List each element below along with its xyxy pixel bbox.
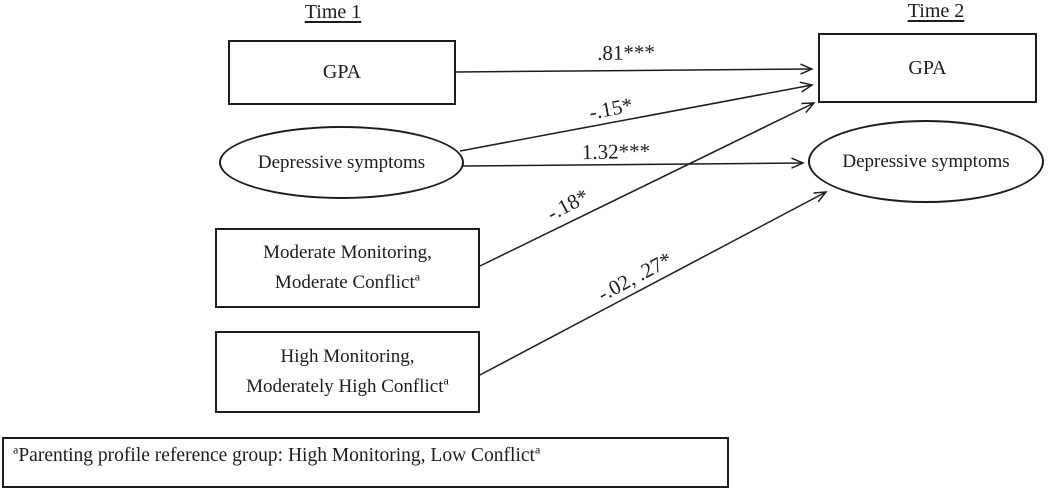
moderate-profile-line1: Moderate Monitoring, xyxy=(263,242,432,264)
time1-header: Time 1 xyxy=(304,1,362,23)
depressive-time2-ellipse: Depressive symptoms xyxy=(808,120,1044,203)
high-profile-box: High Monitoring, Moderately High Conflic… xyxy=(215,331,480,413)
footnote-sup-prefix: a xyxy=(13,442,19,457)
path-mod-profile-to-gpa-t2 xyxy=(479,103,814,267)
depressive-time1-ellipse: Depressive symptoms xyxy=(219,126,464,199)
coef-dep-stability: 1.32*** xyxy=(581,138,651,165)
gpa-time2-box: GPA xyxy=(818,33,1037,103)
coef-gpa-stability: .81*** xyxy=(596,39,656,66)
footnote-sup-suffix: a xyxy=(534,442,541,457)
footnote-box: aParenting profile reference group: High… xyxy=(2,437,729,488)
footnote-text: Parenting profile reference group: High … xyxy=(18,445,535,466)
path-dep-t1-to-dep-t2 xyxy=(462,163,803,166)
high-profile-line1: High Monitoring, xyxy=(280,345,415,367)
path-dep-t1-to-gpa-t2 xyxy=(459,85,812,152)
gpa-time1-box: GPA xyxy=(228,40,456,105)
path-gpa-t1-to-gpa-t2 xyxy=(455,69,812,72)
moderate-profile-line2: Moderate Conflicta xyxy=(274,269,421,294)
high-profile-superscript: a xyxy=(443,374,449,389)
path-high-profile-to-dep-t2 xyxy=(477,192,826,377)
high-profile-line2: Moderately High Conflicta xyxy=(246,374,449,398)
gpa-time1-label: GPA xyxy=(322,61,362,83)
time2-header: Time 2 xyxy=(907,0,965,22)
depressive-time2-label: Depressive symptoms xyxy=(842,150,1010,172)
depressive-time1-label: Depressive symptoms xyxy=(257,151,426,173)
gpa-time2-label: GPA xyxy=(908,56,947,79)
moderate-profile-box: Moderate Monitoring, Moderate Conflicta xyxy=(215,228,480,308)
moderate-profile-superscript: a xyxy=(414,269,421,284)
